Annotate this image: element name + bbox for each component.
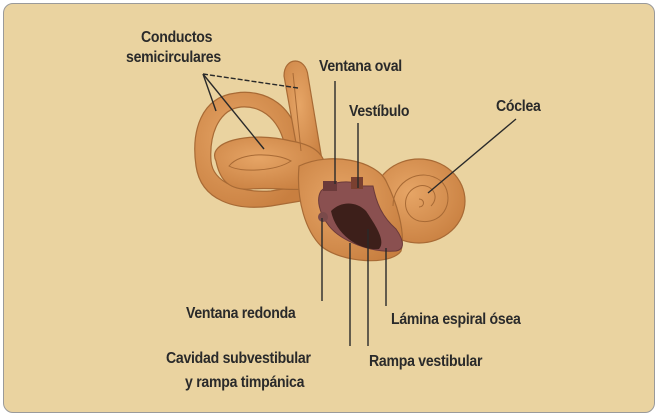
label-subvestibular-1: Cavidad subvestibular [166, 350, 311, 367]
leader-lines [202, 73, 517, 346]
label-semicircular-canals-1: Conductos [141, 29, 213, 46]
label-vestibule: Vestíbulo [349, 103, 410, 120]
label-scala-vestibuli: Rampa vestibular [369, 353, 483, 370]
label-spiral-lamina: Lámina espiral ósea [391, 311, 521, 328]
diagram-frame: Conductos semicirculares Ventana oval Ve… [3, 3, 655, 413]
inner-ear-illustration [194, 60, 517, 346]
label-oval-window: Ventana oval [319, 58, 402, 75]
posterior-canal [194, 91, 302, 208]
label-semicircular-canals-2: semicirculares [126, 49, 221, 66]
label-cochlea: Cóclea [496, 98, 541, 115]
label-round-window: Ventana redonda [186, 305, 296, 322]
superior-canal [283, 60, 324, 172]
label-subvestibular-2: y rampa timpánica [185, 374, 305, 391]
